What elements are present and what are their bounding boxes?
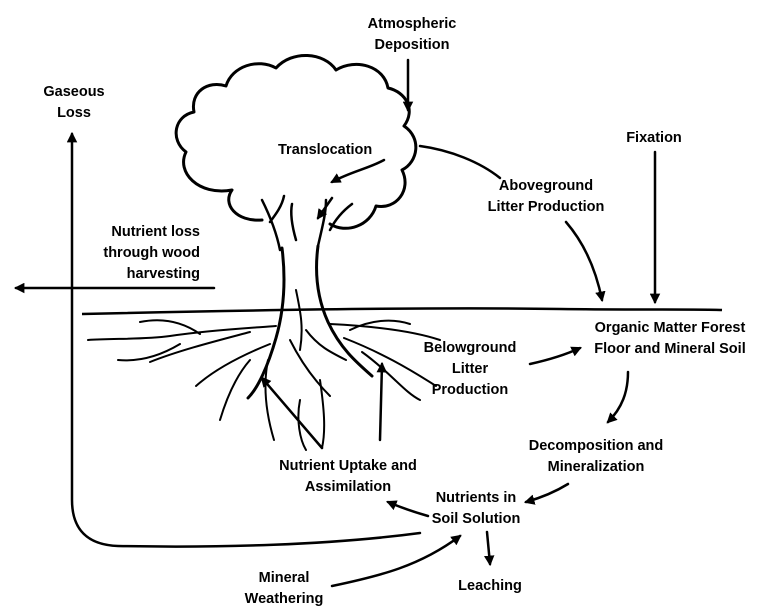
root-arrow-right <box>380 364 382 440</box>
flux-arrows <box>16 60 655 586</box>
gaseous-loss-label: Gaseous Loss <box>43 82 104 124</box>
decomposition-to-nutrients-arrow <box>526 484 568 502</box>
gaseous-loss-label-line-1: Gaseous <box>43 82 104 103</box>
organic-matter-label-line-2: Floor and Mineral Soil <box>594 339 745 360</box>
mineral-weathering-label-line-1: Mineral <box>245 568 324 589</box>
trunk-wood-grain <box>290 290 346 396</box>
atmospheric-deposition-label: Atmospheric Deposition <box>368 14 457 56</box>
mineral-weathering-label-line-2: Weathering <box>245 589 324 610</box>
nutrient-uptake-label-line-1: Nutrient Uptake and <box>279 456 417 477</box>
belowground-litter-label: Belowground Litter Production <box>424 338 517 401</box>
fixation-label-line-1: Fixation <box>626 128 682 149</box>
nutrient-uptake-label: Nutrient Uptake and Assimilation <box>279 456 417 498</box>
belowground-litter-label-line-1: Belowground <box>424 338 517 359</box>
organic-matter-label-line-1: Organic Matter Forest <box>594 318 745 339</box>
decomposition-label-line-2: Mineralization <box>529 457 664 478</box>
organic-to-decomposition-arrow <box>608 372 628 422</box>
fixation-label: Fixation <box>626 128 682 149</box>
nutrient-loss-wood-label-line-3: harvesting <box>103 264 200 285</box>
leaching-label: Leaching <box>458 576 522 597</box>
organic-matter-label: Organic Matter Forest Floor and Mineral … <box>594 318 745 360</box>
ground-line <box>82 308 722 314</box>
belowground-litter-arrow <box>530 348 580 364</box>
aboveground-litter-label-line-2: Litter Production <box>488 197 605 218</box>
nutrient-loss-wood-label: Nutrient loss through wood harvesting <box>103 222 200 285</box>
aboveground-litter-arrow-bottom <box>566 222 602 300</box>
leaching-label-line-1: Leaching <box>458 576 522 597</box>
nutrients-soil-label-line-1: Nutrients in <box>432 488 521 509</box>
atmospheric-deposition-label-line-2: Deposition <box>368 35 457 56</box>
nutrients-to-uptake-arrow <box>388 502 428 516</box>
tree-branches <box>262 196 352 250</box>
translocation-arrow-1 <box>332 160 384 182</box>
belowground-litter-label-line-3: Production <box>424 380 517 401</box>
translocation-label-line-1: Translocation <box>278 140 372 161</box>
nutrient-uptake-label-line-2: Assimilation <box>279 477 417 498</box>
gaseous-loss-label-line-2: Loss <box>43 103 104 124</box>
aboveground-litter-label-line-1: Aboveground <box>488 176 605 197</box>
aboveground-litter-label: Aboveground Litter Production <box>488 176 605 218</box>
mineral-weathering-arrow <box>332 536 460 586</box>
translocation-label: Translocation <box>278 140 372 161</box>
root-arrow-left <box>262 378 322 448</box>
leaching-arrow <box>487 532 490 564</box>
atmospheric-deposition-label-line-1: Atmospheric <box>368 14 457 35</box>
mineral-weathering-label: Mineral Weathering <box>245 568 324 610</box>
tree-roots <box>88 320 440 450</box>
decomposition-label-line-1: Decomposition and <box>529 436 664 457</box>
aboveground-litter-arrow-top <box>420 146 500 178</box>
belowground-litter-label-line-2: Litter <box>424 359 517 380</box>
nutrient-loss-wood-label-line-2: through wood <box>103 243 200 264</box>
nutrient-loss-wood-label-line-1: Nutrient loss <box>103 222 200 243</box>
nutrients-soil-label-line-2: Soil Solution <box>432 509 521 530</box>
nutrients-soil-label: Nutrients in Soil Solution <box>432 488 521 530</box>
decomposition-label: Decomposition and Mineralization <box>529 436 664 478</box>
